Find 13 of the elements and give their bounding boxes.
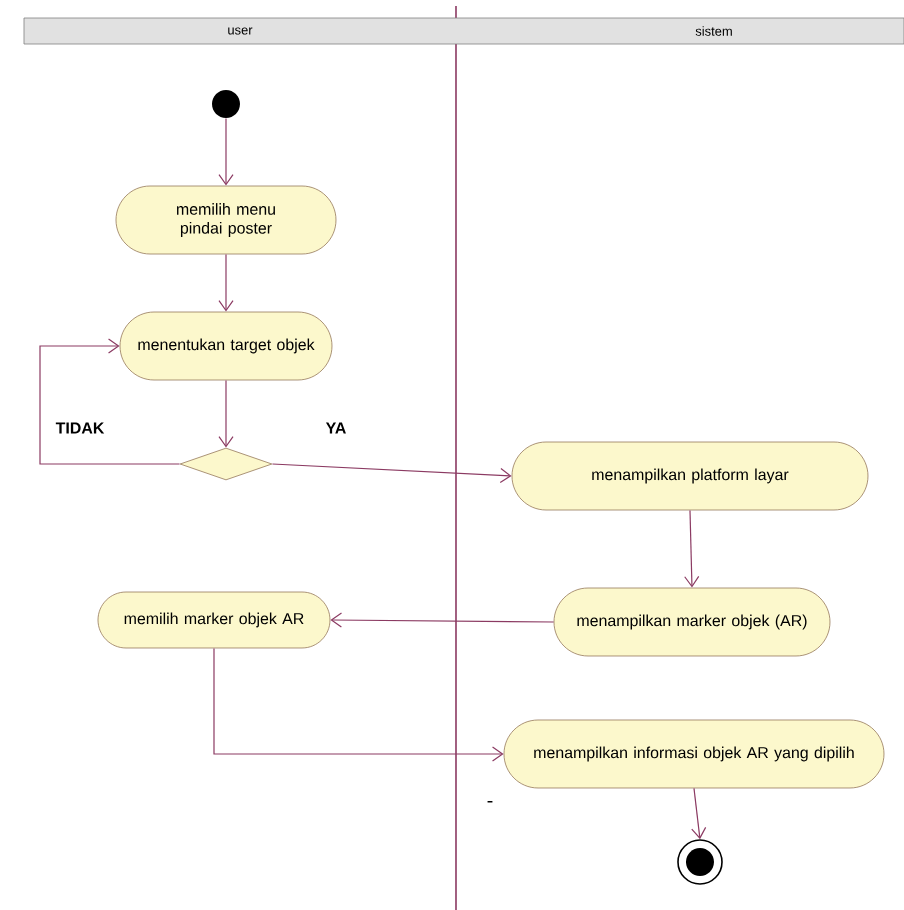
- arrow: [218, 253, 234, 312]
- arrow: [684, 509, 700, 588]
- start-dot: [212, 90, 240, 118]
- arrow: [271, 463, 512, 484]
- arrow: [39, 338, 181, 465]
- arrow: [330, 612, 555, 628]
- arrow: [218, 117, 234, 186]
- arrow: [691, 787, 707, 840]
- arrow: [213, 647, 504, 762]
- note-text: -: [487, 800, 493, 803]
- arrow: [218, 379, 234, 448]
- end-dot: [677, 839, 723, 885]
- decision-diamond: [179, 447, 273, 481]
